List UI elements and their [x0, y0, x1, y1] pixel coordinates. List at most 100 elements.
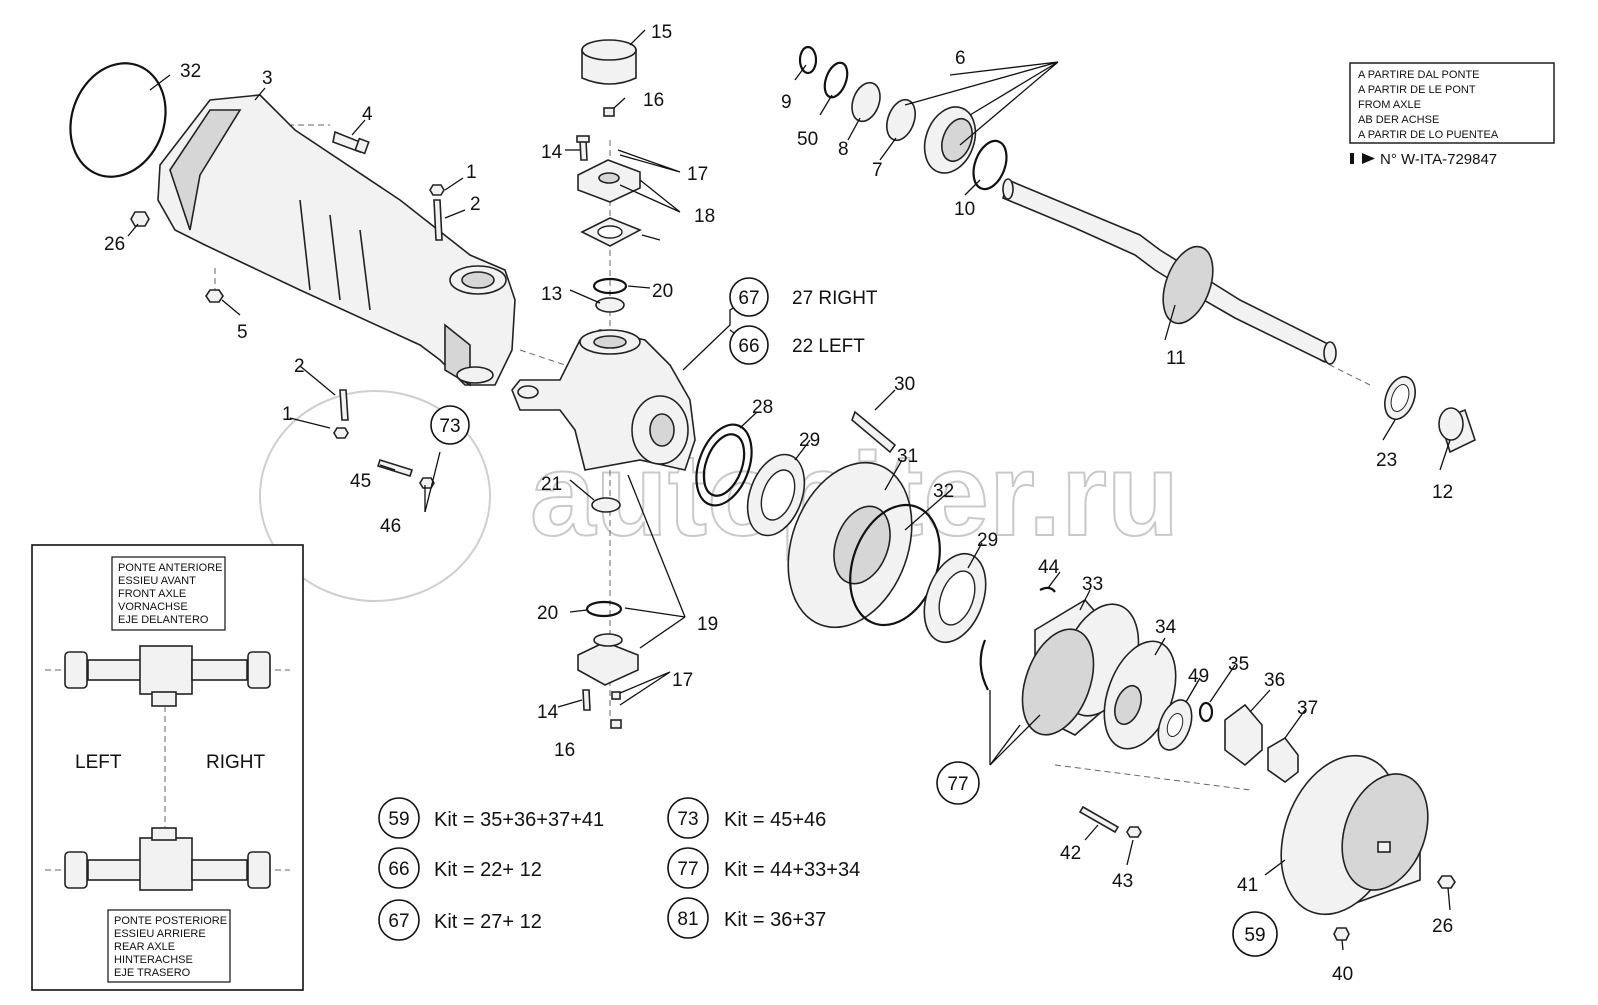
- kit-77-text: Kit = 44+33+34: [724, 859, 860, 881]
- callout-7: 7: [872, 160, 883, 181]
- serial-bar-icon: [1350, 153, 1354, 164]
- kit-81-id: 81: [677, 909, 698, 930]
- callout-13: 13: [541, 284, 562, 305]
- rear-axle-line-1: PONTE POSTERIORE: [114, 915, 227, 927]
- kit-73-id: 73: [677, 809, 698, 830]
- kit-77-id: 77: [677, 859, 698, 880]
- callout-32-lower: 32: [933, 481, 954, 502]
- kit-legend: 59 Kit = 35+36+37+41 66 Kit = 22+ 12 67 …: [378, 797, 860, 941]
- o-ring-32: [69, 62, 167, 178]
- leader-lines: [127, 29, 1451, 951]
- circle-73-label: 73: [439, 416, 460, 437]
- callout-20-lower: 20: [537, 603, 558, 624]
- rear-axle-line-3: REAR AXLE: [114, 941, 175, 953]
- callout-17: 17: [687, 164, 708, 185]
- circle-67-label: 67: [738, 288, 759, 309]
- callout-34: 34: [1155, 617, 1177, 638]
- callout-numbers: 32 3 4 1 2 26 5 2 1 45 46 15 16 14 17 18…: [104, 22, 1453, 985]
- kit-77: 77 Kit = 44+33+34: [667, 847, 860, 889]
- front-axle-line-5: EJE DELANTERO: [118, 614, 209, 626]
- callout-19: 19: [697, 614, 718, 635]
- callout-37: 37: [1297, 698, 1318, 719]
- callout-21: 21: [541, 474, 562, 495]
- callout-15: 15: [651, 22, 672, 43]
- callout-2-lower: 2: [294, 356, 305, 377]
- serial-arrow-icon: [1362, 153, 1375, 164]
- circle-59-label: 59: [1244, 925, 1265, 946]
- circle-77: [936, 761, 980, 805]
- circle-67: [729, 277, 769, 317]
- kit-59-text: Kit = 35+36+37+41: [434, 809, 604, 831]
- callout-36: 36: [1264, 670, 1285, 691]
- callout-31: 31: [897, 446, 918, 467]
- kit-22-left: 22 LEFT: [792, 336, 865, 357]
- callout-14-lower: 14: [537, 702, 559, 723]
- circle-66: [729, 325, 769, 365]
- axle-housing: [157, 94, 516, 387]
- validity-line-1: A PARTIRE DAL PONTE: [1358, 69, 1479, 81]
- callout-1-lower: 1: [282, 404, 293, 425]
- rear-axle-line-4: HINTERACHSE: [114, 954, 193, 966]
- callout-28: 28: [752, 397, 773, 418]
- planetary-parts: [979, 586, 1299, 783]
- kit-59-id: 59: [388, 809, 409, 830]
- circled-callouts: 67 27 RIGHT 66 22 LEFT 73 77 59: [430, 277, 1278, 957]
- kit-67-id: 67: [388, 911, 409, 932]
- circle-59: [1232, 911, 1278, 957]
- callout-32: 32: [180, 61, 201, 82]
- callout-26-lower: 26: [1432, 916, 1453, 937]
- rear-axle-line-5: EJE TRASERO: [114, 967, 191, 979]
- front-axle-line-1: PONTE ANTERIORE: [118, 562, 223, 574]
- kit-73: 73 Kit = 45+46: [667, 797, 826, 839]
- callout-44: 44: [1038, 557, 1060, 578]
- validity-serial: N° W-ITA-729847: [1380, 151, 1497, 168]
- front-axle-line-3: FRONT AXLE: [118, 588, 186, 600]
- callout-46: 46: [380, 516, 401, 537]
- kit-81: 81 Kit = 36+37: [667, 897, 826, 939]
- kit-59: 59 Kit = 35+36+37+41: [378, 797, 604, 839]
- inset-right-label: RIGHT: [206, 752, 266, 773]
- callout-45: 45: [350, 471, 371, 492]
- callout-16-lower: 16: [554, 740, 575, 761]
- rear-axle-line-2: ESSIEU ARRIERE: [114, 928, 206, 940]
- callout-18: 18: [694, 206, 715, 227]
- callout-29: 29: [799, 430, 820, 451]
- callout-43: 43: [1112, 871, 1133, 892]
- callout-17-lower: 17: [672, 670, 693, 691]
- validity-line-5: A PARTIR DE LO PUENTEA: [1358, 129, 1499, 141]
- callout-35: 35: [1228, 654, 1249, 675]
- callout-9: 9: [781, 92, 792, 113]
- callout-33: 33: [1082, 574, 1103, 595]
- callout-30: 30: [894, 374, 915, 395]
- wheel-hub-parts: [1078, 754, 1456, 941]
- axle-orientation-inset: PONTE ANTERIORE ESSIEU AVANT FRONT AXLE …: [31, 544, 304, 991]
- fasteners-housing: [130, 130, 445, 489]
- callout-29-lower: 29: [977, 530, 998, 551]
- callout-42: 42: [1060, 843, 1081, 864]
- circle-77-label: 77: [947, 774, 968, 795]
- callout-10: 10: [954, 199, 975, 220]
- callout-6: 6: [955, 48, 966, 69]
- validity-box: A PARTIRE DAL PONTE A PARTIR DE LE PONT …: [1349, 62, 1555, 168]
- validity-line-4: AB DER ACHSE: [1358, 114, 1439, 126]
- callout-40: 40: [1332, 964, 1353, 985]
- callout-1: 1: [466, 162, 477, 183]
- callout-23: 23: [1376, 450, 1397, 471]
- circle-66-label: 66: [738, 336, 759, 357]
- callout-5: 5: [237, 322, 248, 343]
- kit-66: 66 Kit = 22+ 12: [378, 847, 542, 889]
- kingpin-top-parts: [576, 39, 642, 313]
- kit-66-text: Kit = 22+ 12: [434, 859, 542, 881]
- validity-line-3: FROM AXLE: [1358, 99, 1421, 111]
- kit-81-text: Kit = 36+37: [724, 909, 826, 931]
- shaft-seal-parts: [798, 45, 1008, 191]
- callout-41: 41: [1237, 875, 1258, 896]
- kit-66-id: 66: [388, 859, 409, 880]
- front-axle-line-4: VORNACHSE: [118, 601, 188, 613]
- callout-3: 3: [262, 68, 273, 89]
- callout-16: 16: [643, 90, 664, 111]
- callout-2: 2: [470, 194, 481, 215]
- callout-12: 12: [1432, 482, 1453, 503]
- circle-73: [430, 405, 470, 445]
